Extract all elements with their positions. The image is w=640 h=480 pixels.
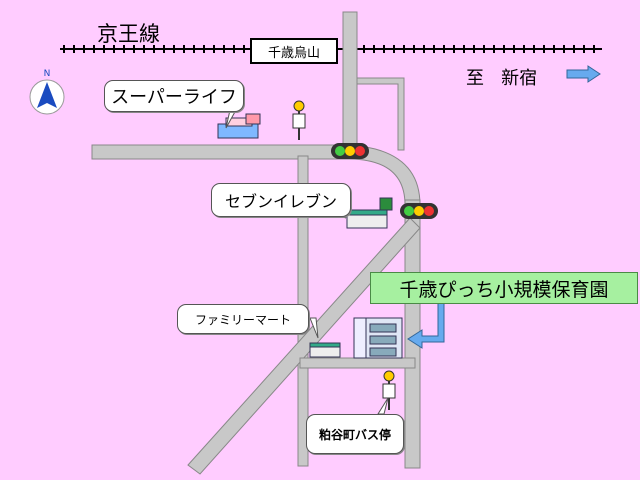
traffic-light-icon [400, 203, 438, 219]
nursery-destination-label-text: 千歳ぴっち小規模保育園 [399, 278, 609, 301]
traffic-light-icon [331, 143, 369, 159]
svg-text:N: N [44, 69, 51, 79]
bus-stop-label-text: 粕谷町バス停 [318, 427, 391, 442]
family-mart-label: ファミリーマート [177, 304, 309, 334]
direction-destination: 新宿 [501, 68, 538, 89]
direction-label: 至 新宿 [466, 64, 537, 90]
railway-name-label: 京王線 [97, 22, 160, 46]
destination-arrow-icon [407, 299, 445, 349]
supermarket-label-text: スーパーライフ [111, 87, 237, 108]
supermarket-building-icon [217, 113, 261, 139]
seven-eleven-label-text: セブンイレブン [224, 192, 337, 211]
family-mart-label-text: ファミリーマート [194, 312, 291, 327]
station-name-label: 千歳烏山 [267, 45, 320, 61]
station-sign: 千歳烏山 [250, 38, 338, 64]
seven-eleven-label: セブンイレブン [211, 183, 351, 217]
bus-stop-sign-icon [292, 100, 306, 140]
supermarket-label: スーパーライフ [104, 80, 244, 112]
arrow-to-shinjuku-icon [566, 65, 601, 83]
bus-stop-sign-icon [382, 370, 396, 410]
compass-icon: N [29, 69, 65, 115]
direction-prefix: 至 [466, 68, 484, 89]
nursery-destination-label: 千歳ぴっち小規模保育園 [370, 272, 638, 304]
bus-stop-label: 粕谷町バス停 [306, 414, 404, 454]
seven-eleven-building-icon [346, 197, 393, 229]
nursery-building-icon [353, 317, 403, 359]
family-mart-building-icon [309, 342, 341, 358]
